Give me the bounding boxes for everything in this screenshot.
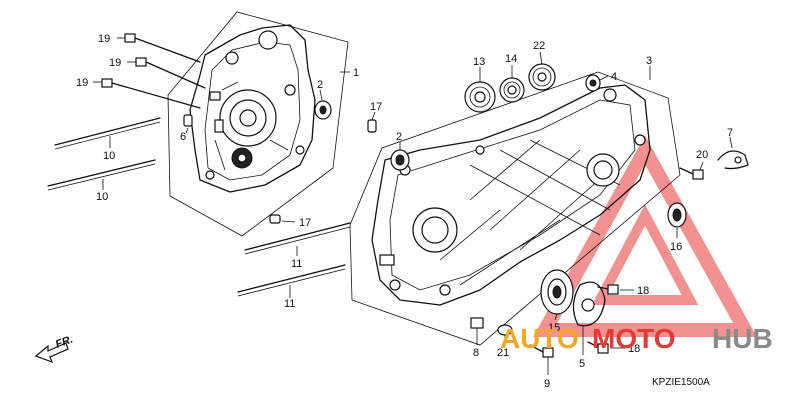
callout-18: 18: [637, 285, 649, 297]
stud-11-lower: [237, 264, 346, 297]
front-direction-marker: FR.: [34, 333, 75, 364]
callout-15: 15: [548, 322, 560, 334]
callout-21: 21: [497, 347, 509, 359]
callout-10: 10: [103, 150, 115, 162]
callout-11: 11: [284, 298, 295, 310]
callout-13: 13: [473, 56, 485, 68]
callout-20: 20: [696, 149, 708, 161]
stud-10-lower: [47, 159, 156, 191]
callout-19: 19: [98, 33, 110, 45]
oil-seal-2-right: [390, 149, 410, 171]
dowel-pin-6: [183, 114, 193, 127]
front-label: FR.: [54, 333, 75, 350]
stud-10-upper: [54, 117, 161, 150]
dowel-pin-17-upper: [367, 119, 377, 133]
callout-22: 22: [533, 40, 545, 52]
bolt-20: [679, 167, 704, 180]
bearing-13: [464, 81, 496, 113]
dowel-pin-17-lower: [269, 214, 281, 224]
callout-6: 6: [180, 131, 186, 143]
callout-10: 10: [96, 191, 108, 203]
plug-8: [470, 317, 484, 329]
watermark-text: AUTO MOTO HUB: [500, 323, 773, 354]
cover-5: [572, 281, 606, 327]
watermark-word-3: HUB: [712, 323, 773, 354]
callout-8: 8: [473, 347, 479, 359]
callout-2: 2: [396, 131, 402, 143]
left-crankcase-half: [189, 24, 316, 193]
callout-labels: 19 19 19 1 2 6 10 10 17 17 11 11 2 13 14…: [76, 33, 733, 390]
bushing-4: [585, 74, 601, 92]
callout-7: 7: [727, 127, 733, 139]
callout-17: 17: [299, 217, 311, 229]
left-crankcase-group-outline: [167, 11, 349, 237]
callout-3: 3: [646, 55, 652, 67]
oil-seal-16: [667, 202, 687, 228]
callout-16: 16: [670, 241, 682, 253]
bolt-18-lower: [587, 341, 609, 354]
callout-17: 17: [370, 101, 382, 113]
callout-5: 5: [579, 358, 585, 370]
watermark-word-1: AUTO: [500, 323, 579, 354]
clamp-7: [717, 150, 749, 170]
right-crankcase-half: [371, 84, 651, 306]
callout-11: 11: [291, 258, 302, 270]
bearing-14: [499, 77, 525, 103]
oil-seal-15: [540, 269, 574, 315]
watermark-logo: [533, 135, 757, 337]
oil-seal-2-left: [314, 100, 332, 120]
diagram-code: KPZIE1500A: [652, 377, 710, 388]
leader-lines: [93, 37, 733, 375]
callout-19: 19: [76, 77, 88, 89]
callout-4: 4: [611, 71, 617, 83]
callout-1: 1: [353, 67, 359, 79]
callout-2: 2: [317, 79, 323, 91]
watermark-word-2: MOTO: [592, 323, 675, 354]
callout-14: 14: [505, 53, 517, 65]
bearing-22: [528, 63, 556, 91]
callout-9: 9: [544, 378, 550, 390]
right-crankcase-group-outline: [349, 71, 681, 346]
stud-11-upper: [244, 222, 351, 255]
bolt-18-upper: [597, 284, 619, 295]
callout-18: 18: [628, 343, 640, 355]
callout-19: 19: [109, 57, 121, 69]
bolt-19-low: [101, 78, 201, 109]
